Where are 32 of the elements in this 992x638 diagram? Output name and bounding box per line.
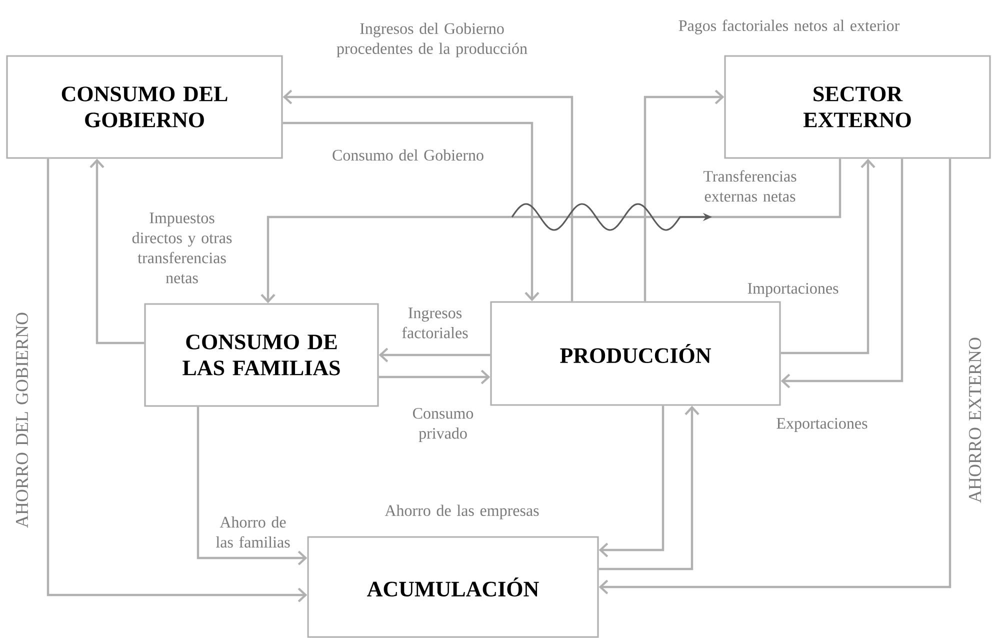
arrow — [46, 158, 308, 602]
arrow — [90, 158, 144, 344]
arrow — [598, 158, 952, 594]
arrow — [780, 158, 876, 354]
arrow — [598, 406, 664, 558]
process-box: SECTOR EXTERNO — [724, 55, 991, 159]
edge-label: Consumo del Gobierno — [332, 149, 484, 161]
arrow — [196, 406, 308, 566]
process-box: CONSUMO DEL GOBIERNO — [6, 55, 283, 159]
process-box: ACUMULACIÓN — [307, 536, 599, 638]
edge-label: Impuestos directos y otras transferencias netas — [132, 212, 232, 284]
process-box: PRODUCCIÓN — [490, 301, 781, 406]
edge-label: Consumo privado — [413, 408, 474, 442]
edge-label: AHORRO EXTERNO — [968, 338, 982, 503]
edge-label: AHORRO DEL GOBIERNO — [16, 312, 28, 528]
arrow — [598, 406, 700, 570]
arrow — [282, 90, 574, 302]
edge-label: Ahorro de las familias — [216, 516, 290, 548]
edge-label: Ahorro de las empresas — [384, 504, 539, 520]
arrow — [378, 370, 490, 384]
arrow — [282, 122, 540, 302]
arrow — [260, 158, 842, 304]
edge-label: Pagos factoriales netos al exterior — [678, 20, 900, 34]
edge-label: Ingresos factoriales — [402, 308, 468, 338]
arrow — [644, 90, 724, 302]
edge-label: Ingresos del Gobierno procedentes de la producción — [336, 22, 528, 58]
arrow — [378, 348, 490, 362]
process-box: CONSUMO DE LAS FAMILIAS — [144, 303, 379, 407]
arrow — [780, 158, 904, 388]
edge-label: Transferencias externas netas — [704, 170, 796, 202]
edge-label: Exportaciones — [776, 418, 868, 432]
edge-label: Importaciones — [748, 283, 838, 297]
